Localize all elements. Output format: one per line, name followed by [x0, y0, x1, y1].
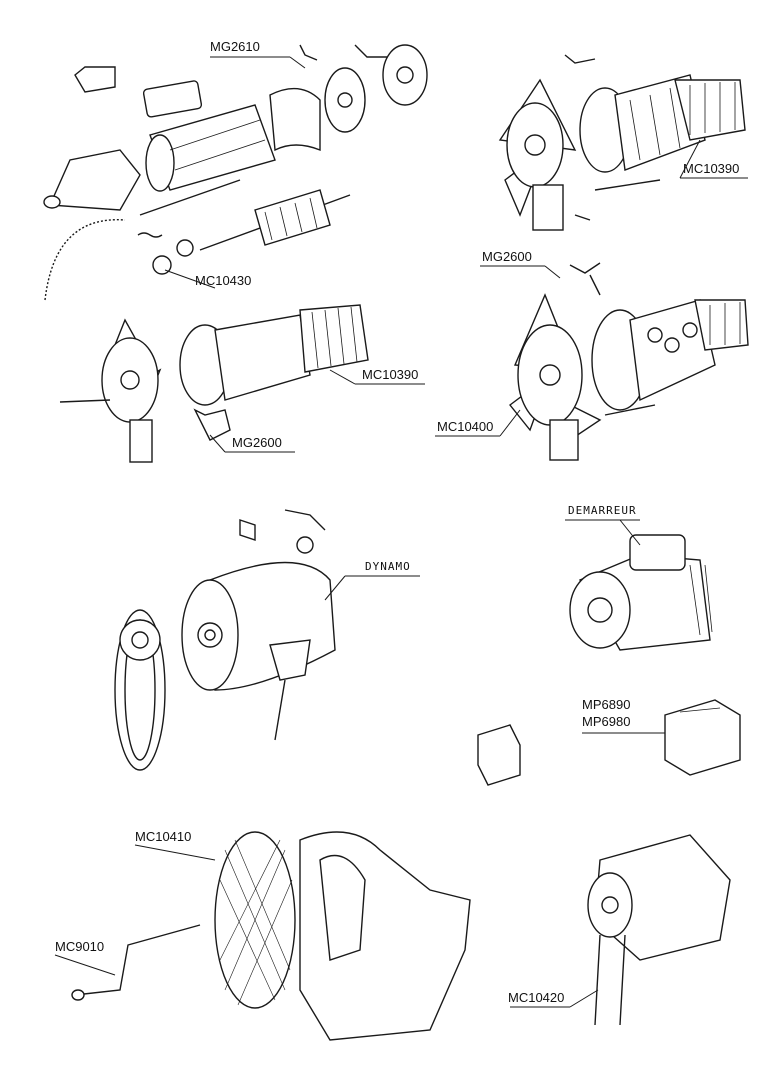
part-label-mp6980: MP6980 — [582, 714, 631, 729]
voltage-regulator-relays — [477, 699, 741, 786]
part-label-mc10430: MC10430 — [195, 273, 252, 288]
part-label-mg2600-middle: MG2600 — [232, 435, 282, 450]
dynamo-title: DYNAMO — [365, 560, 411, 573]
part-label-mp6890: MP6890 — [582, 697, 631, 712]
starter-exploded-view — [43, 44, 428, 301]
dynamo-with-fan-top — [498, 54, 746, 231]
part-label-mc10410: MC10410 — [135, 829, 192, 844]
part-label-mc10400: MC10400 — [437, 419, 494, 434]
part-label-mc10390-middle: MC10390 — [362, 367, 419, 382]
fan-guard-and-housing — [71, 831, 471, 1041]
leader-lines — [54, 56, 748, 1008]
part-label-mc10390-top: MC10390 — [683, 161, 740, 176]
dynamo-assembly — [114, 509, 336, 771]
starter-title: DEMARREUR — [568, 504, 637, 517]
part-label-mg2600-top: MG2600 — [482, 249, 532, 264]
part-label-mg2610: MG2610 — [210, 39, 260, 54]
part-label-mc10420: MC10420 — [508, 990, 565, 1005]
dynamo-exploded-middle-left — [59, 304, 369, 463]
dynamo-with-fan-middle-right — [509, 262, 749, 461]
part-label-mc9010: MC9010 — [55, 939, 105, 954]
starter-motor-assembly — [569, 534, 713, 651]
alternator-assembly — [587, 834, 731, 1026]
